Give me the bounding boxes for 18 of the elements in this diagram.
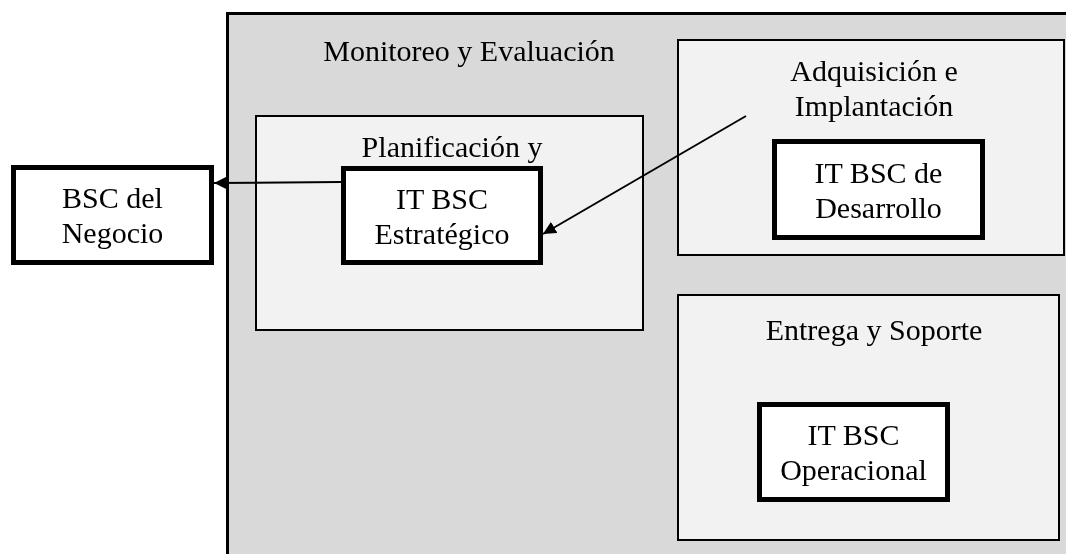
process-box [341,166,543,265]
group-heading: Planificación y [360,129,544,164]
group-heading: Entrega y Soporte [764,312,984,347]
box-label: BSC del Negocio [60,180,165,250]
process-box [757,402,950,502]
arrow [213,176,342,190]
arrow [542,115,747,235]
group-panel [677,39,1065,256]
box-label: IT BSC Estratégico [373,180,511,251]
group-heading: Monitoreo y Evaluación [322,33,616,68]
group-panel [255,115,644,331]
box-label: IT BSC de Desarrollo [813,154,944,225]
process-box [772,139,985,240]
group-panel [226,12,1066,554]
group-heading: Adquisición e Implantación [789,53,959,123]
box-label: IT BSC Operacional [779,417,928,487]
group-panel [677,294,1060,541]
process-box [11,165,214,265]
